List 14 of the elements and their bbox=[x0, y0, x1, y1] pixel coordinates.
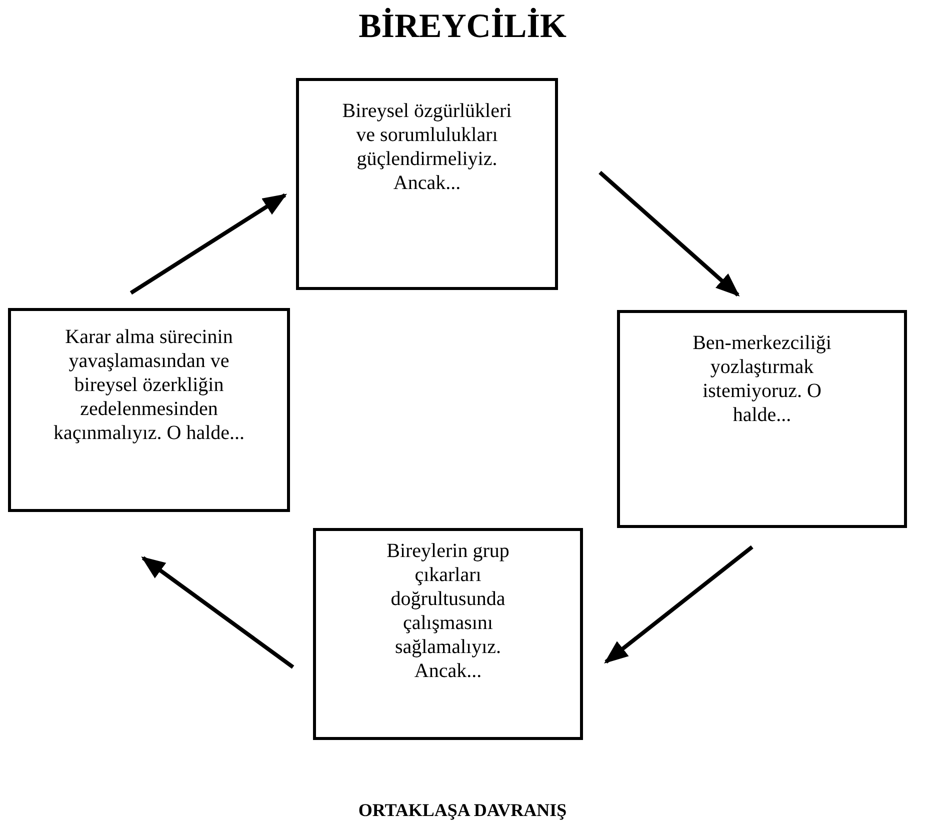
diagram-caption: ORTAKLAŞA DAVRANIŞ bbox=[357, 800, 568, 821]
statement-text: Ben-merkezciliği yozlaştırmak istemiyoruz. O halde... bbox=[692, 331, 832, 427]
statement-text: Bireylerin grup çıkarları doğrultusunda çalışmasını sağlamalıyız. Ancak... bbox=[386, 539, 510, 683]
statement-box bbox=[313, 528, 583, 740]
diagram-title: BİREYCİLİK bbox=[358, 8, 568, 46]
arrow bbox=[598, 170, 740, 297]
statement-box bbox=[296, 78, 558, 290]
statement-text: Karar alma sürecinin yavaşlamasından ve bireysel özerkliğin zedelenmesinden kaçınmalıyız. O halde... bbox=[52, 325, 246, 445]
arrow bbox=[604, 545, 754, 664]
arrow bbox=[130, 193, 288, 295]
arrow bbox=[141, 556, 294, 669]
statement-box bbox=[8, 308, 290, 512]
statement-box bbox=[617, 310, 907, 528]
statement-text: Bireysel özgürlükleri ve sorumlulukları güçlendirmeliyiz. Ancak... bbox=[341, 99, 513, 195]
